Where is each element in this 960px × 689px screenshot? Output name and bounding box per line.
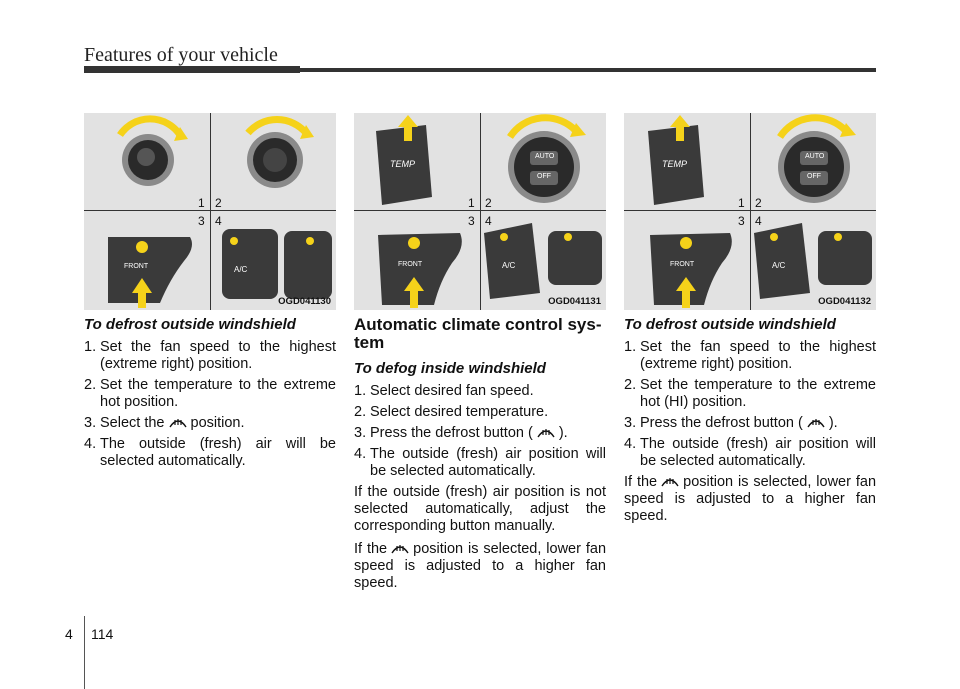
list-item: 3.Press the defrost button (). <box>354 425 568 441</box>
defrost-icon <box>168 419 187 428</box>
front-label: FRONT <box>398 261 423 268</box>
figure-3-art <box>648 114 872 308</box>
list-item: 2.Select desired temperature. <box>354 404 549 420</box>
ac-label: A/C <box>234 265 248 274</box>
figure-2: 1 2 3 4 TEMP AUTO OFF FRONT A/C OGD04113… <box>354 113 606 310</box>
auto-label: AUTO <box>805 153 825 160</box>
figure-quad-label: 1 <box>738 196 745 210</box>
figure-2-art <box>376 114 602 308</box>
page-number: 114 <box>91 626 114 642</box>
list-item: 1.Set the fan speed to the highest (extr… <box>84 339 336 372</box>
figure-divider-v <box>480 113 481 310</box>
defrost-icon <box>391 545 409 554</box>
header-rule <box>84 68 876 72</box>
subheading: To defog inside windshield <box>354 360 546 377</box>
chapter-number: 4 <box>65 626 73 642</box>
column-2: Automatic climate control sys- tem To de… <box>354 316 606 598</box>
figure-quad-label: 3 <box>198 214 205 228</box>
figure-quad-label: 2 <box>485 196 492 210</box>
figure-divider-h <box>624 210 876 211</box>
figure-1: 1 2 3 4 FRONT A/C OGD041130 <box>84 113 336 310</box>
figure-quad-label: 2 <box>755 196 762 210</box>
list-item: 2.Set the temperature to the extreme hot… <box>84 377 336 410</box>
ac-label: A/C <box>772 261 786 270</box>
steps-list: 1.Set the fan speed to the highest (extr… <box>624 339 876 470</box>
figure-code: OGD041130 <box>278 296 331 307</box>
off-label: OFF <box>537 173 551 180</box>
list-item: 2.Set the temperature to the extreme hot… <box>624 377 876 410</box>
figure-code: OGD041131 <box>548 296 601 307</box>
figure-quad-label: 4 <box>215 214 222 228</box>
figure-divider-h <box>354 210 606 211</box>
defrost-icon <box>807 419 825 428</box>
defrost-icon <box>537 429 555 438</box>
front-label: FRONT <box>670 261 695 268</box>
figure-quad-label: 2 <box>215 196 222 210</box>
figure-quad-label: 3 <box>738 214 745 228</box>
figure-code: OGD041132 <box>818 296 871 307</box>
figure-divider-h <box>84 210 336 211</box>
steps-list: 1.Select desired fan speed. 2.Select des… <box>354 383 606 480</box>
list-item: 3.Press the defrost button (). <box>624 415 838 431</box>
footer-rule <box>84 616 85 689</box>
figure-divider-v <box>210 113 211 310</box>
auto-label: AUTO <box>535 153 555 160</box>
subheading: To defrost outside windshield <box>84 316 296 333</box>
figure-quad-label: 3 <box>468 214 475 228</box>
list-item: 4.The outside (fresh) air position will … <box>354 446 606 479</box>
list-item: 1.Select desired fan speed. <box>354 383 534 399</box>
column-3: To defrost outside windshield 1.Set the … <box>624 316 876 531</box>
list-item: 4.The outside (fresh) air will be select… <box>84 436 336 469</box>
subheading: To defrost outside windshield <box>624 316 836 333</box>
defrost-icon <box>661 478 679 487</box>
off-label: OFF <box>807 173 821 180</box>
list-item: 1.Set the fan speed to the highest (extr… <box>624 339 876 372</box>
ac-label: A/C <box>502 261 516 270</box>
figure-quad-label: 1 <box>468 196 475 210</box>
figure-quad-label: 4 <box>755 214 762 228</box>
front-label: FRONT <box>124 263 149 270</box>
figure-divider-v <box>750 113 751 310</box>
temp-label: TEMP <box>662 159 688 169</box>
steps-list: 1.Set the fan speed to the highest (extr… <box>84 339 336 470</box>
section-heading: Automatic climate control sys- tem <box>354 315 602 352</box>
list-item: 4.The outside (fresh) air position will … <box>624 436 876 469</box>
figure-quad-label: 4 <box>485 214 492 228</box>
figure-3: 1 2 3 4 TEMP AUTO OFF FRONT A/C OGD04113… <box>624 113 876 310</box>
paragraph: If the outside (fresh) air position is n… <box>354 484 606 534</box>
figure-1-art <box>108 115 332 308</box>
figure-quad-label: 1 <box>198 196 205 210</box>
column-1: To defrost outside windshield 1.Set the … <box>84 316 336 474</box>
temp-label: TEMP <box>390 159 416 169</box>
header-title: Features of your vehicle <box>84 44 278 66</box>
